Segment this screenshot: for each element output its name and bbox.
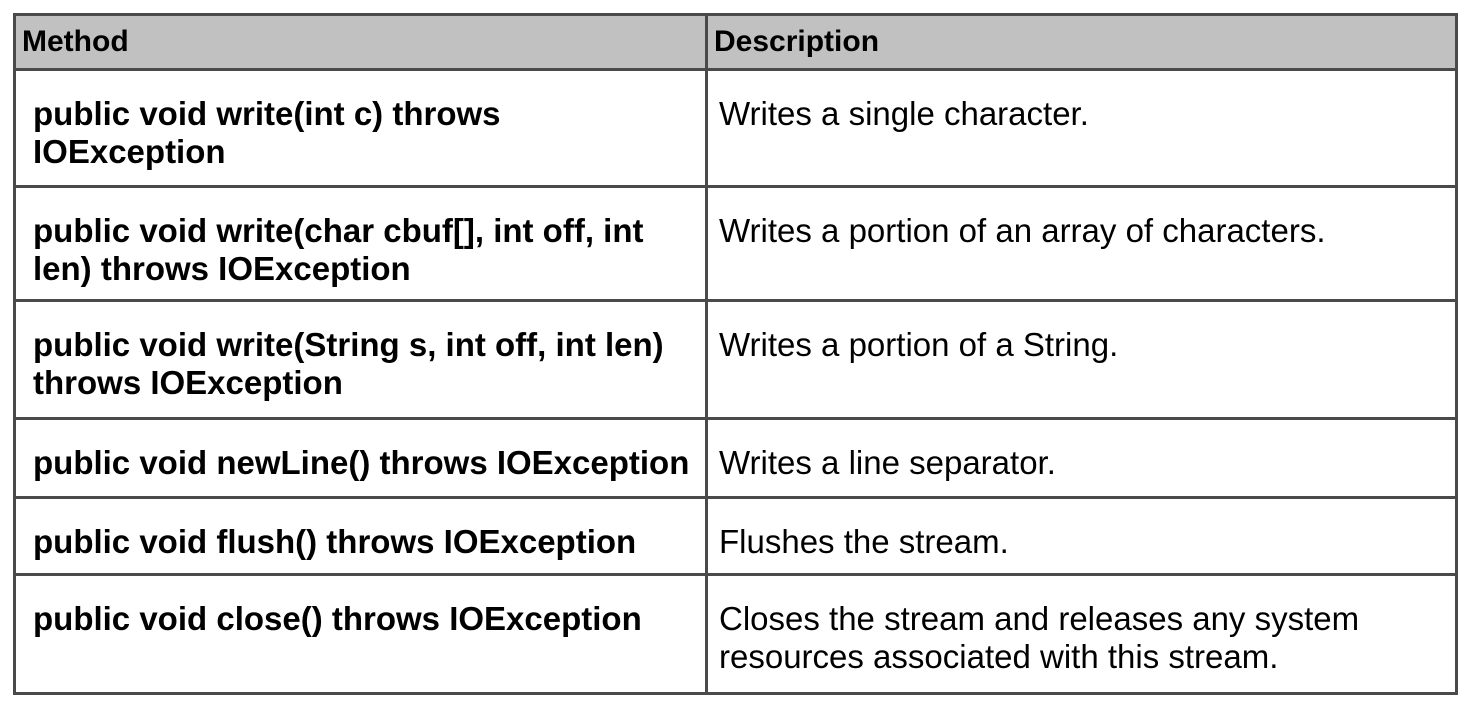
- table-row: public void newLine() throws IOException…: [13, 417, 1458, 499]
- table-body: public void write(int c) throws IOExcept…: [13, 68, 1458, 695]
- description-cell: Closes the stream and releases any syste…: [705, 573, 1458, 695]
- method-cell: public void write(String s, int off, int…: [13, 299, 708, 420]
- methods-table: Method Description public void write(int…: [13, 13, 1458, 695]
- description-cell: Writes a line separator.: [705, 417, 1458, 499]
- description-cell: Flushes the stream.: [705, 496, 1458, 576]
- method-cell: public void flush() throws IOException: [13, 496, 708, 576]
- method-cell: public void write(char cbuf[], int off, …: [13, 185, 708, 302]
- table-row: public void write(int c) throws IOExcept…: [13, 68, 1458, 188]
- column-header-description: Description: [705, 13, 1458, 71]
- column-header-method: Method: [13, 13, 708, 71]
- description-cell: Writes a portion of a String.: [705, 299, 1458, 420]
- method-cell: public void close() throws IOException: [13, 573, 708, 695]
- table-row: public void write(String s, int off, int…: [13, 299, 1458, 420]
- table-row: public void flush() throws IOException F…: [13, 496, 1458, 576]
- table-header: Method Description: [13, 13, 1458, 71]
- table-row: public void write(char cbuf[], int off, …: [13, 185, 1458, 302]
- description-cell: Writes a single character.: [705, 68, 1458, 188]
- header-row: Method Description: [13, 13, 1458, 71]
- description-cell: Writes a portion of an array of characte…: [705, 185, 1458, 302]
- table-row: public void close() throws IOException C…: [13, 573, 1458, 695]
- method-cell: public void write(int c) throws IOExcept…: [13, 68, 708, 188]
- method-cell: public void newLine() throws IOException: [13, 417, 708, 499]
